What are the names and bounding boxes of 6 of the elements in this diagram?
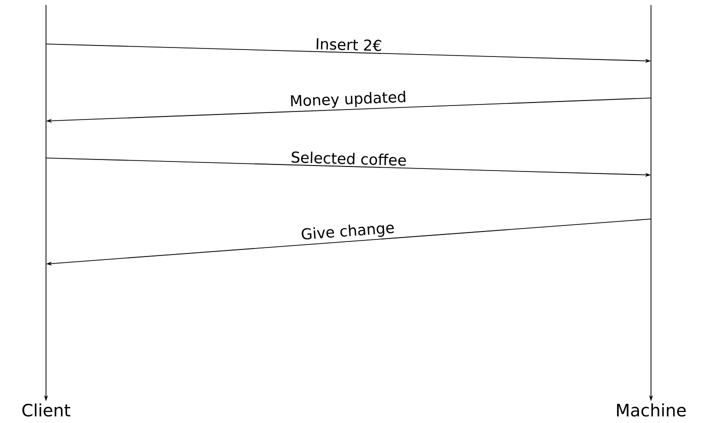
- lifeline-label: Client: [22, 403, 70, 417]
- edge-label: Money updated: [288, 90, 408, 111]
- edge-label: Insert 2€: [314, 37, 384, 52]
- edge-label: Selected coffee: [290, 150, 408, 167]
- edge-label: Give change: [299, 220, 396, 244]
- lifeline-label: Machine: [617, 403, 686, 417]
